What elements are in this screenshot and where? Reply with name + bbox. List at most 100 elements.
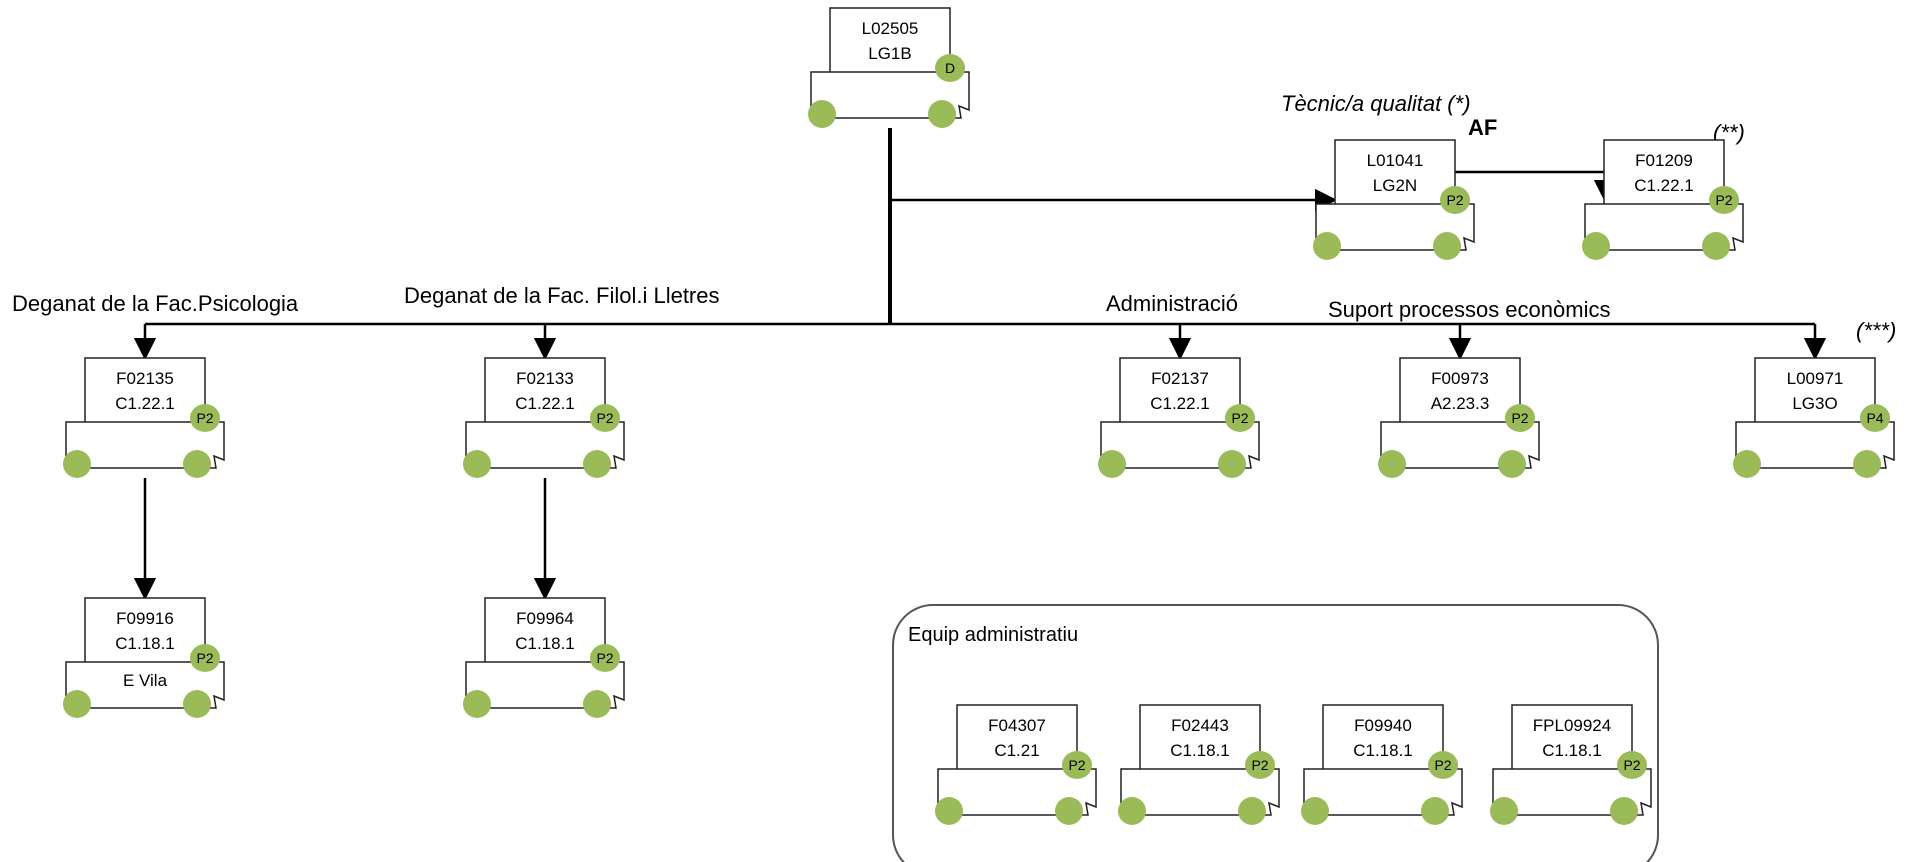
category-badge [1617, 751, 1647, 779]
category-badge [935, 54, 965, 82]
node-level: C1.18.1 [1542, 741, 1602, 760]
node-left-dot [1490, 797, 1518, 825]
node-code: F02133 [516, 369, 574, 388]
node-right-dot [928, 100, 956, 128]
connector-lines [133, 128, 1827, 601]
category-badge [190, 644, 220, 672]
node-left-dot [935, 797, 963, 825]
node-left-dot [1313, 232, 1341, 260]
node-level: C1.22.1 [515, 394, 575, 413]
category-badge [590, 644, 620, 672]
category-badge [1860, 404, 1890, 432]
node-card [484, 357, 606, 425]
category-badge-label: P2 [1231, 410, 1248, 426]
category-badge-label: P2 [596, 650, 613, 666]
node-right-dot [1702, 232, 1730, 260]
node-level: C1.22.1 [115, 394, 175, 413]
node-level: C1.22.1 [1634, 176, 1694, 195]
category-badge [1440, 186, 1470, 214]
node-level: C1.18.1 [1170, 741, 1230, 760]
node-right-dot [583, 450, 611, 478]
note-triple-asterisk: (***) [1856, 318, 1896, 343]
category-badge [1245, 751, 1275, 779]
node-code: F00973 [1431, 369, 1489, 388]
category-badge [1062, 751, 1092, 779]
node-left-dot [1378, 450, 1406, 478]
header-af: AF [1468, 115, 1497, 140]
node-right-dot [583, 690, 611, 718]
category-badge-label: P2 [1068, 757, 1085, 773]
node-left-dot [1118, 797, 1146, 825]
node-code: L02505 [862, 19, 919, 38]
node-left-dot [63, 690, 91, 718]
node-left-dot [1301, 797, 1329, 825]
node-code: L00971 [1787, 369, 1844, 388]
node-right-dot [183, 690, 211, 718]
node-level: C1.18.1 [115, 634, 175, 653]
node-card [956, 704, 1078, 772]
node-level: LG2N [1373, 176, 1417, 195]
category-badge [1428, 751, 1458, 779]
node-card [84, 357, 206, 425]
node-code: F04307 [988, 716, 1046, 735]
node-level: C1.22.1 [1150, 394, 1210, 413]
node-card [1603, 139, 1725, 207]
header-tecnic: Tècnic/a qualitat (*) [1281, 91, 1471, 116]
node-right-dot [183, 450, 211, 478]
category-badge-label: D [945, 60, 955, 76]
header-suport: Suport processos econòmics [1328, 297, 1610, 322]
node-left-dot [63, 450, 91, 478]
node-card [1139, 704, 1261, 772]
node-right-dot [1433, 232, 1461, 260]
node-card [829, 7, 951, 75]
node-level: C1.18.1 [515, 634, 575, 653]
node-right-dot [1055, 797, 1083, 825]
node-right-dot [1610, 797, 1638, 825]
category-badge-label: P2 [1511, 410, 1528, 426]
node-code: F09964 [516, 609, 574, 628]
category-badge [190, 404, 220, 432]
node-card [1511, 704, 1633, 772]
node-card [484, 597, 606, 665]
category-badge [590, 404, 620, 432]
header-administracio: Administració [1106, 291, 1238, 316]
category-badge-label: P2 [196, 650, 213, 666]
node-code: F02137 [1151, 369, 1209, 388]
category-badge-label: P2 [1251, 757, 1268, 773]
node-level: LG1B [868, 44, 911, 63]
category-badge-label: P2 [1715, 192, 1732, 208]
node-level: LG3O [1792, 394, 1837, 413]
node-level: C1.18.1 [1353, 741, 1413, 760]
node-code: F02443 [1171, 716, 1229, 735]
node-card [1754, 357, 1876, 425]
node-code: L01041 [1367, 151, 1424, 170]
node-card [1399, 357, 1521, 425]
node-card [1322, 704, 1444, 772]
node-code: F01209 [1635, 151, 1693, 170]
node-right-dot [1498, 450, 1526, 478]
node-left-dot [463, 690, 491, 718]
node-holder-name: E Vila [123, 671, 168, 690]
equip-administratiu-group [892, 604, 1659, 862]
node-left-dot [1098, 450, 1126, 478]
category-badge-label: P2 [596, 410, 613, 426]
node-right-dot [1238, 797, 1266, 825]
node-right-dot [1421, 797, 1449, 825]
node-code: F02135 [116, 369, 174, 388]
category-badge [1225, 404, 1255, 432]
node-right-dot [1218, 450, 1246, 478]
node-level: A2.23.3 [1431, 394, 1490, 413]
